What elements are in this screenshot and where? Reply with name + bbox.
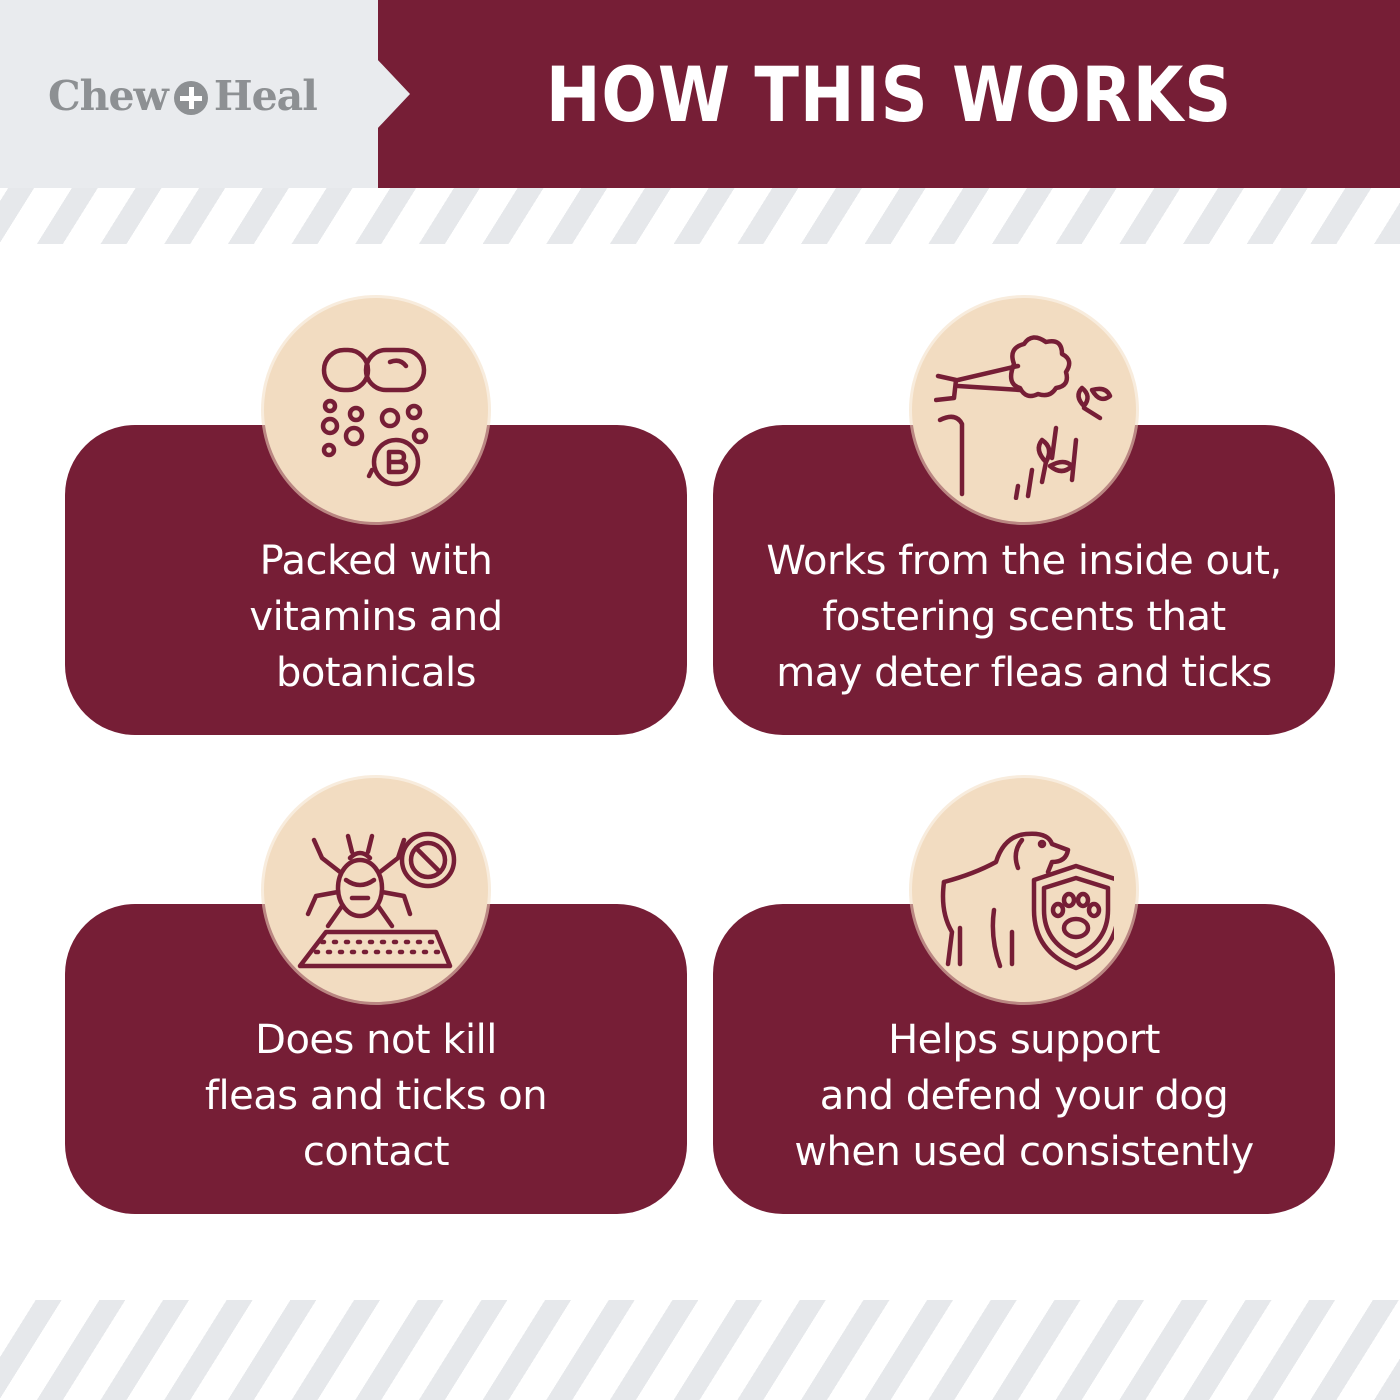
feature-card-text: Works from the inside out, fostering sce… — [733, 533, 1315, 701]
decorative-stripes-bottom — [0, 1300, 1400, 1400]
feature-line: fostering scents that — [822, 594, 1226, 640]
feature-line: and defend your dog — [819, 1073, 1229, 1119]
brand-arrow — [376, 58, 410, 130]
feature-line: contact — [302, 1129, 450, 1175]
feature-line: botanicals — [276, 650, 476, 696]
feature-line: may deter fleas and ticks — [776, 650, 1272, 696]
tick-no-icon — [264, 778, 488, 1002]
capsule-vitamin-icon — [264, 298, 488, 522]
dog-shield-icon — [912, 778, 1136, 1002]
feature-line: Does not kill — [255, 1017, 497, 1063]
feature-line: Helps support — [888, 1017, 1160, 1063]
feature-line: when used consistently — [794, 1129, 1254, 1175]
logo-text-right: Heal — [213, 72, 318, 120]
title-panel: HOW THIS WORKS — [378, 0, 1400, 188]
logo-text-left: Chew — [48, 72, 169, 120]
feature-card-defend: Helps support and defend your dog when u… — [713, 904, 1335, 1214]
page-title: HOW THIS WORKS — [545, 49, 1233, 139]
feature-card-text: Helps support and defend your dog when u… — [733, 1012, 1315, 1180]
decorative-stripes-top — [0, 188, 1400, 244]
spray-bugs-icon — [912, 298, 1136, 522]
feature-line: fleas and ticks on — [204, 1073, 548, 1119]
brand-logo: Chew Heal — [48, 70, 318, 122]
feature-line: Packed with — [259, 538, 493, 584]
feature-card-text: Does not kill fleas and ticks on contact — [85, 1012, 667, 1180]
feature-card-text: Packed with vitamins and botanicals — [85, 533, 667, 701]
plus-circle-icon — [173, 81, 208, 115]
feature-line: vitamins and — [249, 594, 503, 640]
feature-line: Works from the inside out, — [766, 538, 1282, 584]
